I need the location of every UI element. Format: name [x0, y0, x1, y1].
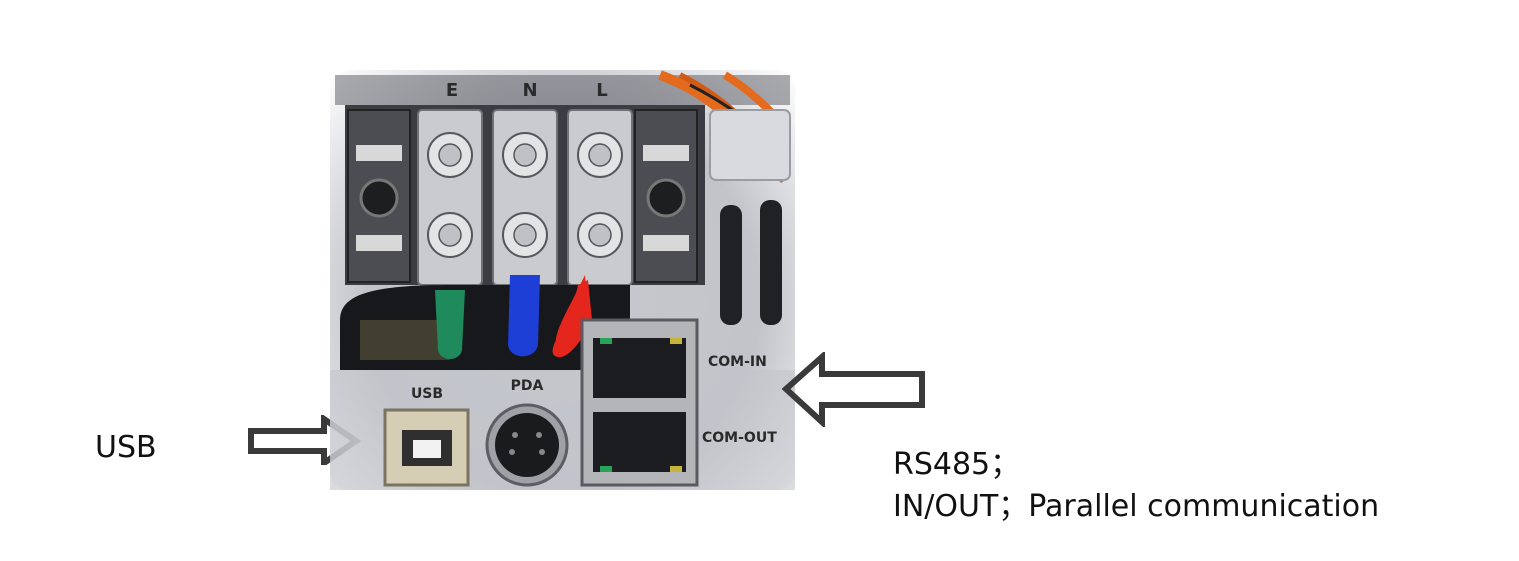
- rs485-label-line1: RS485；: [893, 447, 1021, 482]
- rs485-arrow-icon: [782, 352, 925, 427]
- terminal-letter-n: N: [522, 80, 537, 101]
- panel-label-usb: USB: [411, 386, 443, 402]
- usb-label: USB: [95, 430, 157, 465]
- panel-label-com-in: COM-IN: [708, 354, 767, 370]
- terminal-letter-l: L: [596, 80, 607, 101]
- rs485-label: RS485； IN/OUT；Parallel communication: [893, 444, 1379, 528]
- device-rear-panel-photo: E N L: [330, 70, 795, 490]
- panel-label-com-out: COM-OUT: [702, 430, 777, 446]
- rs485-label-line2: IN/OUT；Parallel communication: [893, 489, 1380, 524]
- terminal-letter-e: E: [446, 80, 458, 101]
- panel-label-pda: PDA: [511, 378, 544, 394]
